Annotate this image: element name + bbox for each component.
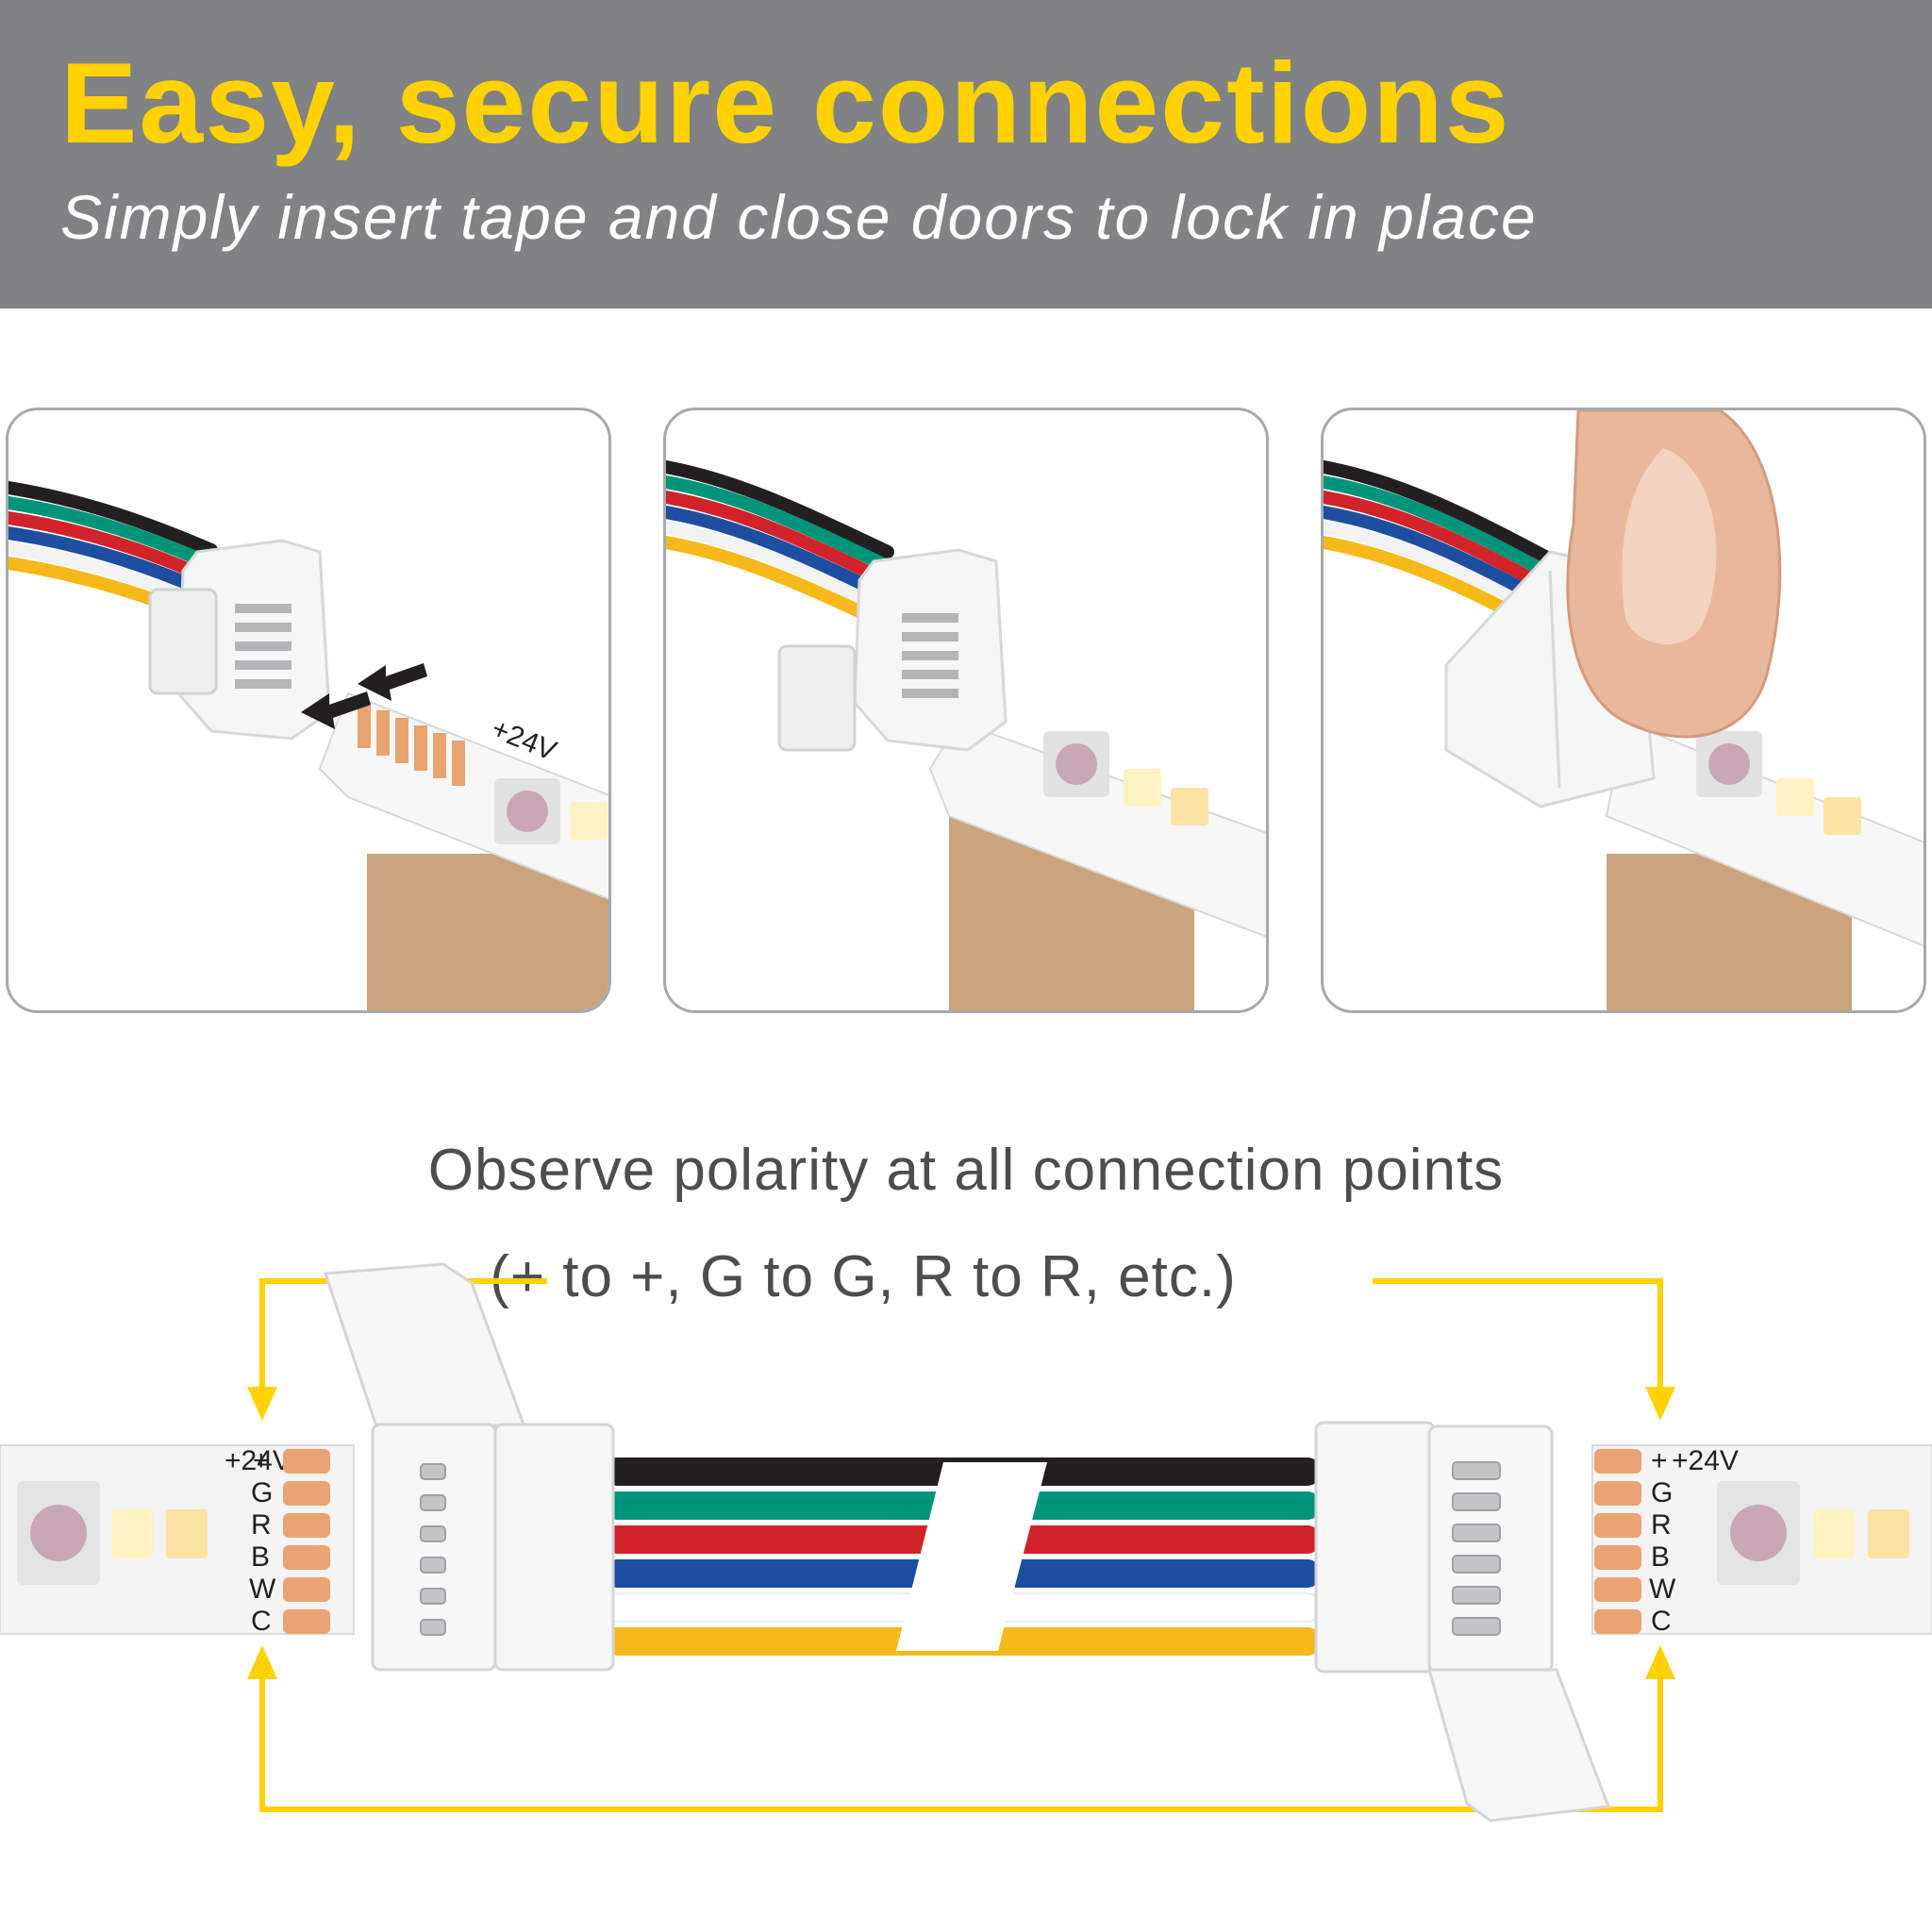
tape-voltage-label: +24V xyxy=(1672,1445,1739,1476)
step-3-illustration xyxy=(1324,410,1924,1010)
left-connector-pins xyxy=(420,1463,446,1636)
step-1-illustration: +24V xyxy=(8,481,608,1010)
wire-break xyxy=(896,1462,1047,1651)
warm-led-chip xyxy=(1824,797,1861,835)
adhesive-backing xyxy=(367,854,608,1010)
ribbon-wires xyxy=(666,460,894,625)
svg-text:+: + xyxy=(253,1445,270,1476)
adhesive-backing xyxy=(1607,854,1852,1010)
svg-text:R: R xyxy=(251,1509,272,1541)
strip-connector xyxy=(148,539,331,741)
svg-text:C: C xyxy=(251,1606,272,1637)
svg-text:W: W xyxy=(249,1574,276,1605)
right-connector-door xyxy=(1427,1668,1611,1823)
white-led-chip xyxy=(570,802,608,840)
svg-text:G: G xyxy=(1651,1477,1673,1508)
insert-arrows xyxy=(301,663,427,729)
polarity-diagram: +24V + G R B W C + xyxy=(0,1262,1932,1823)
warm-led-chip xyxy=(1171,788,1208,825)
svg-text:W: W xyxy=(1649,1574,1676,1605)
polarity-arrowheads xyxy=(247,1387,1675,1679)
step-3-close-doors xyxy=(1321,408,1926,1013)
white-led-chip xyxy=(1813,1509,1855,1558)
led-tape xyxy=(318,691,608,900)
white-led-chip xyxy=(1124,769,1161,807)
led-tape xyxy=(928,720,1266,938)
svg-text:G: G xyxy=(251,1477,273,1508)
left-connector-door xyxy=(323,1262,526,1431)
right-copper-pads xyxy=(1594,1449,1641,1634)
page-subtitle: Simply insert tape and close doors to lo… xyxy=(60,182,1538,252)
svg-text:R: R xyxy=(1651,1509,1672,1541)
step-1-insert-tape: +24V xyxy=(6,408,611,1013)
polarity-examples: (+ to +, G to G, R to R, etc.) xyxy=(490,1244,1237,1309)
right-led-tape: + G R B W C +24V xyxy=(1591,1444,1932,1637)
left-pin-labels: + G R B W C xyxy=(249,1445,276,1637)
strip-connector xyxy=(777,548,1008,752)
right-connector-pins xyxy=(1452,1461,1501,1636)
warm-led-chip xyxy=(166,1509,208,1558)
white-led-chip xyxy=(1776,778,1814,816)
warm-led-chip xyxy=(1868,1509,1909,1558)
page-title: Easy, secure connections xyxy=(60,39,1511,167)
svg-text:C: C xyxy=(1651,1606,1672,1637)
left-connector xyxy=(323,1262,615,1672)
step-2-tape-inserted xyxy=(663,408,1269,1013)
right-pin-labels: + G R B W C xyxy=(1649,1445,1676,1637)
polarity-heading: Observe polarity at all connection point… xyxy=(427,1138,1505,1203)
left-copper-pads xyxy=(283,1449,330,1634)
white-led-chip xyxy=(111,1509,153,1558)
left-led-tape: +24V + G R B W C xyxy=(0,1444,355,1637)
tape-voltage-label: +24V xyxy=(225,1445,291,1476)
copper-pads xyxy=(358,703,465,786)
svg-text:B: B xyxy=(251,1541,270,1573)
step-2-illustration xyxy=(666,460,1266,1010)
right-connector xyxy=(1314,1421,1611,1823)
svg-text:B: B xyxy=(1651,1541,1670,1573)
header-banner: Easy, secure connections Simply insert t… xyxy=(0,0,1932,308)
svg-text:+: + xyxy=(1651,1445,1668,1476)
